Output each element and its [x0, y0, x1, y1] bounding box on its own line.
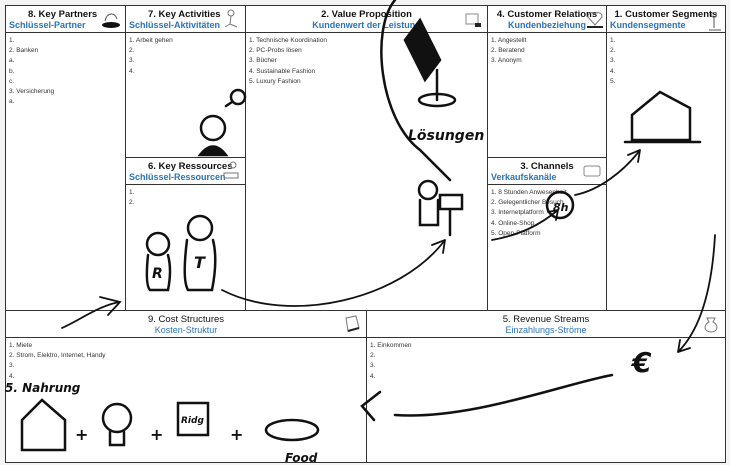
revenue-streams-list: 1. Einkommen 2. 3. 4.	[367, 339, 725, 384]
list-item: 5. Open-Platform	[491, 229, 541, 237]
list-item: 2. PC-Probs lösen	[249, 47, 302, 55]
person-icon	[709, 12, 721, 31]
list-item: 1. Angestellt	[491, 37, 527, 44]
key-partners-list: 1. 2. Banken a. b. c. 3. Versicherung a.	[6, 34, 125, 109]
list-item: 2. Banken	[9, 47, 39, 55]
list-item: 3.	[129, 57, 135, 65]
list-item: 1. Technische Koordination	[249, 37, 327, 44]
block-subtitle: Schlüssel-Ressourcen	[129, 172, 226, 182]
list-item: 2. Beratend	[491, 47, 525, 55]
block-title: 3. Channels	[520, 161, 574, 172]
cost-structures-list: 1. Miete 2. Strom, Elektro, Internet, Han…	[6, 339, 366, 384]
block-title: 6. Key Ressources	[148, 161, 233, 172]
block-subtitle: Kosten-Struktur	[154, 325, 218, 335]
value-proposition-list: 1. Technische Koordination 2. PC-Probs lö…	[246, 34, 487, 89]
list-item: 3.	[370, 362, 376, 370]
list-item: 3. Bücher	[249, 57, 277, 65]
truck-icon	[583, 165, 601, 177]
list-item: 4.	[9, 372, 15, 380]
block-subtitle: Schlüssel-Partner	[9, 20, 86, 30]
list-item: 2. Gelegentlicher Besuch	[491, 199, 564, 207]
money-bag-icon	[704, 317, 718, 333]
list-item: 3. Anonym	[491, 57, 522, 65]
list-item: 3.	[9, 362, 15, 370]
block-title: 4. Customer Relations	[496, 9, 598, 20]
channels-list: 1. 8 Stunden Anwesenheit 2. Gelegentliche…	[488, 186, 606, 241]
list-item: a.	[9, 57, 15, 65]
list-item: 2.	[610, 47, 616, 55]
block-title: 8. Key Partners	[28, 9, 98, 20]
list-item: 4. Sustainable Fashion	[249, 67, 316, 75]
list-item: 3.	[610, 57, 616, 65]
customer-segments-list: 1. 2. 3. 4. 5.	[607, 34, 725, 89]
list-item: 4.	[370, 372, 376, 380]
block-title: 2. Value Proposition	[321, 9, 412, 20]
list-item: 1.	[129, 189, 135, 196]
price-tag-icon	[345, 315, 360, 332]
list-item: 2. Strom, Elektro, Internet, Handy	[9, 352, 106, 360]
list-item: 5. Luxury Fashion	[249, 77, 301, 85]
list-item: 2.	[129, 47, 135, 55]
block-title: 7. Key Activities	[148, 9, 221, 20]
block-subtitle: Kundenwert der Leistung	[312, 20, 421, 30]
list-item: c.	[9, 77, 15, 85]
list-item: 1. 8 Stunden Anwesenheit	[491, 189, 567, 196]
list-item: 1. Einkommen	[370, 342, 412, 349]
list-item: 4.	[610, 67, 616, 75]
list-item: 1.	[610, 37, 616, 44]
list-item: a.	[9, 98, 15, 106]
list-item: 1. Arbeit gehen	[129, 37, 173, 44]
block-subtitle: Einzahlungs-Ströme	[505, 325, 587, 335]
block-subtitle: Kundensegmente	[610, 20, 686, 30]
customer-relations-list: 1. Angestellt 2. Beratend 3. Anonym	[488, 34, 606, 69]
worker-icon	[224, 9, 238, 28]
gift-icon	[465, 13, 481, 27]
block-subtitle: Verkaufskanäle	[491, 172, 557, 182]
list-item: 1. Miete	[9, 342, 33, 349]
list-item: 2.	[370, 352, 376, 360]
block-title: 5. Revenue Streams	[502, 314, 590, 325]
block-title: 1. Customer Segments	[614, 9, 718, 20]
list-item: 4. Online-Shop	[491, 219, 535, 227]
person-at-desk-icon	[223, 161, 239, 179]
block-title: 9. Cost Structures	[147, 314, 225, 325]
handshake-icon	[102, 13, 120, 28]
list-item: 4.	[129, 67, 135, 75]
list-item: b.	[9, 67, 15, 75]
block-subtitle: Kundenbeziehung	[508, 20, 586, 30]
list-item: 3. Versicherung	[9, 88, 55, 96]
list-item: 3. Internetplatform	[491, 209, 544, 217]
list-item: 1.	[9, 37, 15, 44]
block-subtitle: Schlüssel-Aktivitäten	[129, 20, 221, 30]
key-resources-list: 1.2.	[126, 186, 245, 210]
list-item: 5.	[610, 77, 616, 85]
list-item: 2.	[129, 199, 135, 207]
heart-icon	[587, 12, 603, 28]
key-activities-list: 1. Arbeit gehen 2. 3. 4.	[126, 34, 245, 79]
